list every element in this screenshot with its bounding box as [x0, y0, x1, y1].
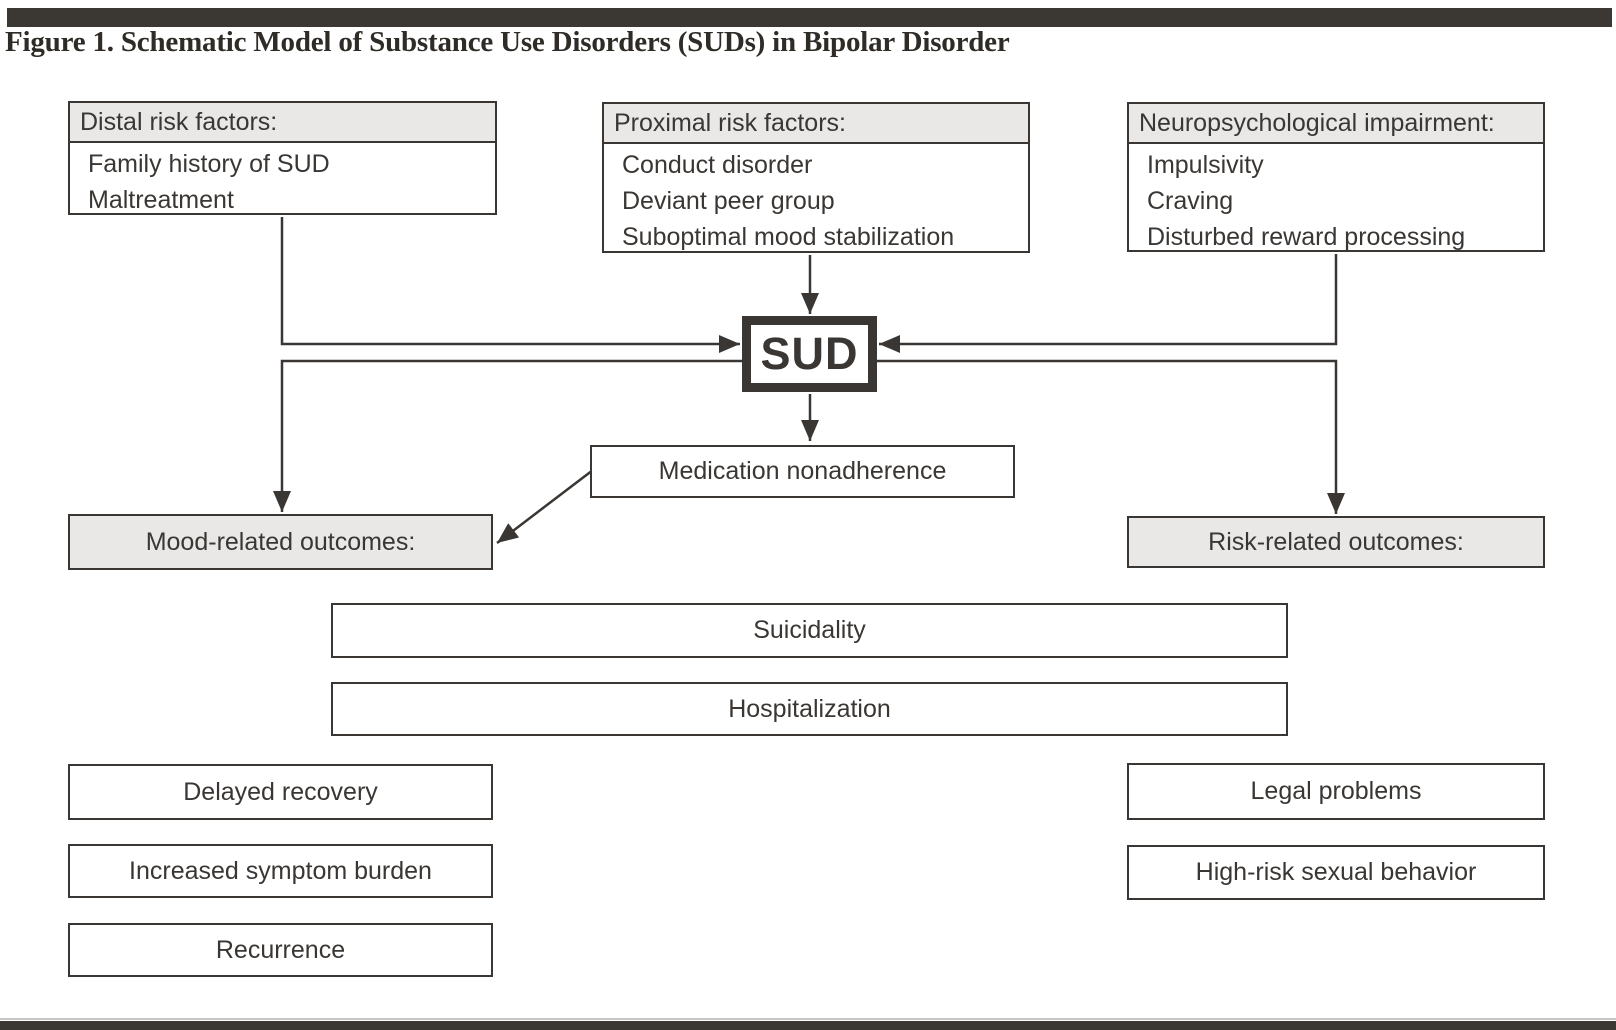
arrow-medication-to-mood-outcomes [496, 469, 594, 544]
list-item: Disturbed reward processing [1147, 223, 1466, 251]
sud-box: SUD [742, 316, 877, 392]
legal-problems-label: Legal problems [1250, 777, 1422, 805]
top-rule-bar [7, 8, 1612, 27]
delayed-recovery-label: Delayed recovery [183, 777, 378, 806]
sud-label: SUD [760, 328, 859, 379]
neuropsychological-impairment-items: Impulsivity Craving Disturbed reward pro… [1129, 144, 1543, 255]
distal-risk-factors-items: Family history of SUD Maltreatment [70, 143, 495, 218]
risk-related-outcomes-label: Risk-related outcomes: [1208, 527, 1464, 556]
delayed-recovery-box: Delayed recovery [68, 764, 493, 820]
recurrence-label: Recurrence [215, 935, 346, 964]
bottom-rule-bar [0, 1021, 1616, 1030]
list-item: Deviant peer group [622, 187, 835, 215]
suicidality-label: Suicidality [753, 616, 866, 644]
hospitalization-box: Hospitalization [331, 682, 1288, 736]
increased-symptom-burden-box: Increased symptom burden [68, 844, 493, 898]
list-item: Maltreatment [88, 186, 234, 214]
medication-nonadherence-box: Medication nonadherence [590, 445, 1015, 498]
hospitalization-label: Hospitalization [728, 694, 891, 723]
figure-title: Figure 1. Schematic Model of Substance U… [5, 26, 1010, 58]
neuropsychological-impairment-header: Neuropsychological impairment: [1129, 104, 1543, 144]
neuropsychological-impairment-box: Neuropsychological impairment: Impulsivi… [1127, 102, 1545, 252]
suicidality-box: Suicidality [331, 603, 1288, 658]
high-risk-sexual-behavior-box: High-risk sexual behavior [1127, 845, 1545, 900]
mood-related-outcomes-label: Mood-related outcomes: [145, 527, 416, 556]
distal-risk-factors-box: Distal risk factors: Family history of S… [68, 101, 497, 215]
list-item: Conduct disorder [622, 151, 813, 179]
medication-nonadherence-label: Medication nonadherence [658, 457, 947, 485]
recurrence-box: Recurrence [68, 923, 493, 977]
proximal-risk-factors-header: Proximal risk factors: [604, 104, 1028, 144]
bottom-rule-light-line [0, 1018, 1616, 1020]
list-item: Impulsivity [1147, 151, 1264, 179]
list-item: Suboptimal mood stabilization [622, 223, 955, 251]
list-item: Craving [1147, 187, 1234, 215]
mood-related-outcomes-box: Mood-related outcomes: [68, 514, 493, 570]
risk-related-outcomes-box: Risk-related outcomes: [1127, 516, 1545, 568]
proximal-risk-factors-items: Conduct disorder Deviant peer group Subo… [604, 144, 1028, 255]
proximal-risk-factors-box: Proximal risk factors: Conduct disorder … [602, 102, 1030, 253]
arrow-neuro-to-sud [879, 254, 1338, 353]
list-item: Family history of SUD [88, 150, 330, 178]
distal-risk-factors-header: Distal risk factors: [70, 103, 495, 143]
legal-problems-box: Legal problems [1127, 763, 1545, 820]
high-risk-sexual-behavior-label: High-risk sexual behavior [1195, 858, 1477, 886]
increased-symptom-burden-label: Increased symptom burden [129, 856, 432, 885]
